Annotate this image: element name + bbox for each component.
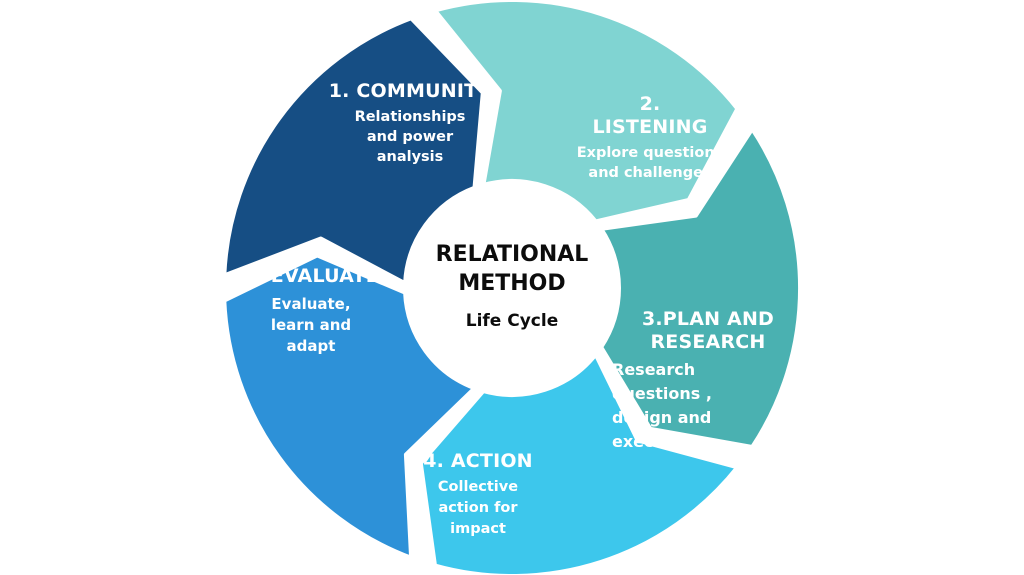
segment-desc-listening: Explore questions and challenges [576,145,724,181]
segment-title-evaluate: 5. EVALUATE [243,265,379,287]
segment-label-evaluate: 5. EVALUATE Evaluate, learn and adapt [222,265,400,357]
center-subtitle: Life Cycle [465,311,559,331]
segment-desc-community: Relationships and power analysis [354,109,466,165]
segment-label-listening: 2. LISTENING Explore questions and chall… [555,93,745,183]
segment-desc-evaluate: Evaluate, learn and adapt [270,295,352,355]
segment-label-plan-and-research: 3.PLAN AND RESEARCH [634,308,782,354]
segment-label-action: 4. ACTION Collective action for impact [398,450,558,540]
segment-desc-action: Collective action for impact [437,479,519,537]
segment-title-listening: 2. LISTENING [592,93,708,138]
segment-title-plan-and-research: 3.PLAN AND RESEARCH [641,308,775,353]
segment-title-community: 1. COMMUNITY [328,80,492,102]
segment-desc-box-plan-and-research: Research questions , design and execute [612,358,732,454]
center-title: RELATIONAL METHOD [435,242,589,296]
segment-label-community: 1. COMMUNITY Relationships and power ana… [318,80,502,167]
segment-title-action: 4. ACTION [423,450,533,472]
segment-desc-plan-and-research: Research questions , design and execute [612,360,712,451]
center-circle [405,181,619,395]
